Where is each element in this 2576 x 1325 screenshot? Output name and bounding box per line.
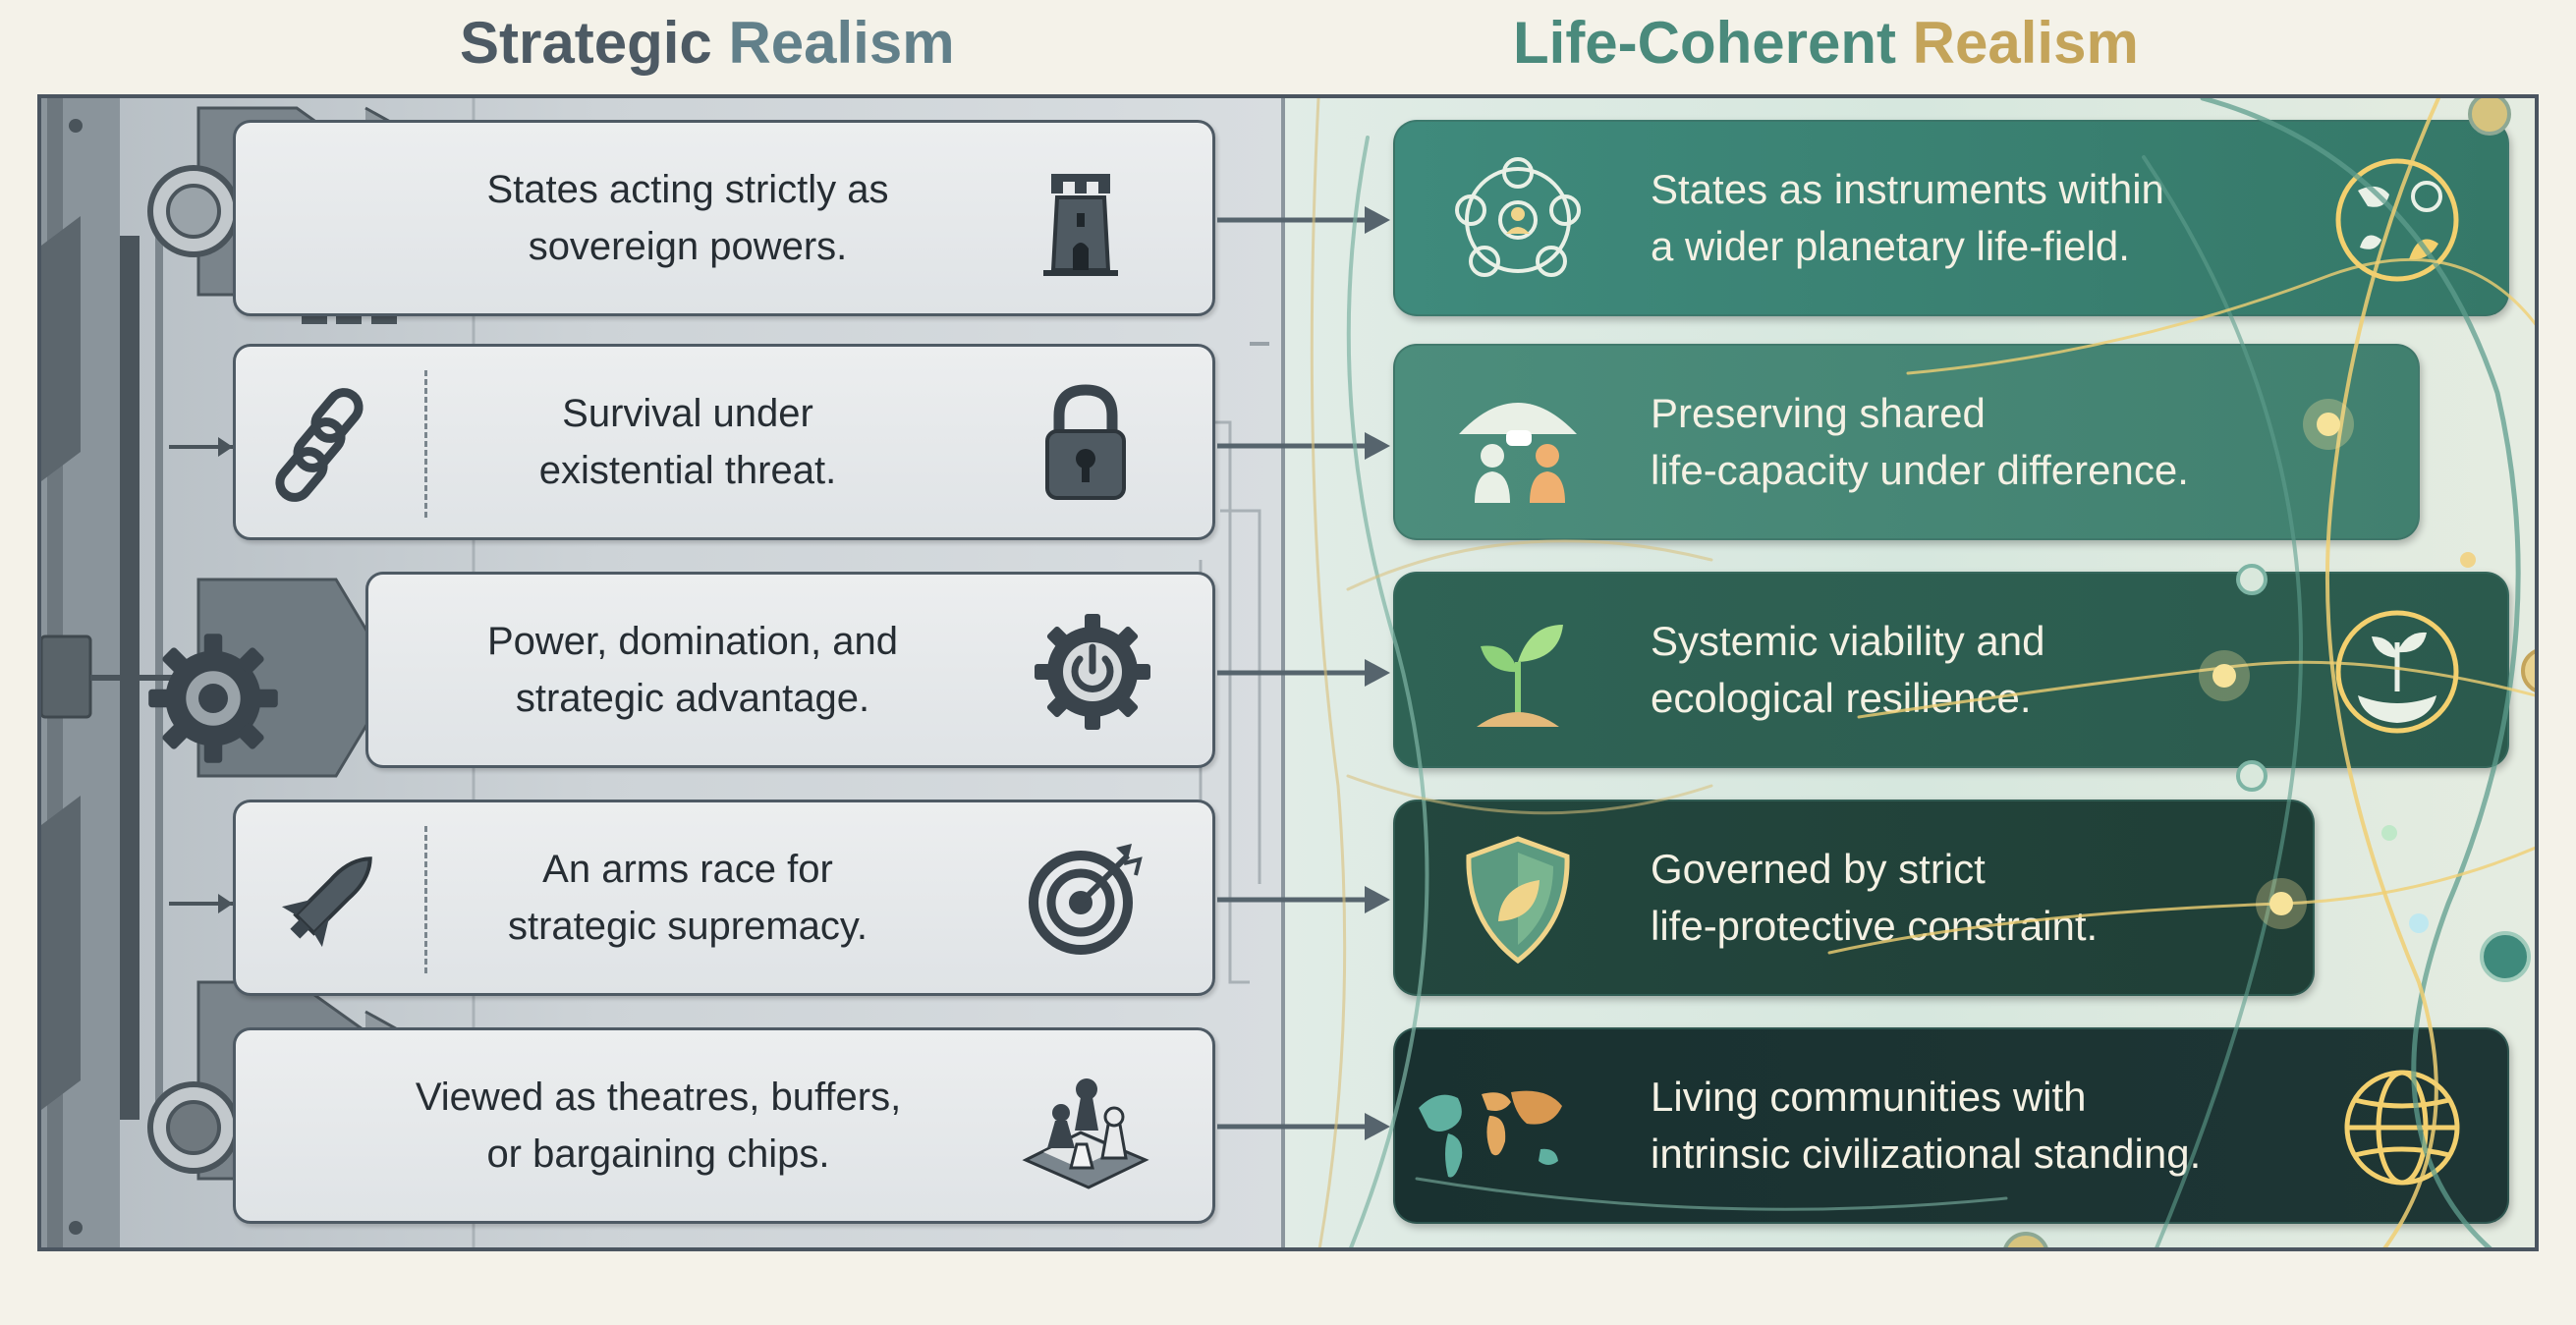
left-card-4: An arms race for strategic supremacy. <box>233 800 1215 996</box>
comparison-frame: States acting strictly as sovereign powe… <box>37 94 2539 1251</box>
chess-pieces-icon <box>1022 1078 1149 1189</box>
right-card-1: States as instruments within a wider pla… <box>1393 120 2509 316</box>
power-gear-icon <box>1035 614 1150 730</box>
planet-life-icon <box>2335 158 2459 282</box>
life-coherent-realism-title: Life-Coherent Realism <box>1513 4 2139 83</box>
chain-icon <box>275 388 364 502</box>
leaf-shield-icon <box>1466 836 1570 965</box>
right-card-2-text: Preserving shared life-capacity under di… <box>1651 390 2189 493</box>
missile-icon <box>281 856 372 948</box>
left-card-4-text: An arms race for strategic supremacy. <box>507 848 868 948</box>
left-card-3-text: Power, domination, and strategic advanta… <box>486 620 899 720</box>
gear-icon <box>148 634 278 763</box>
right-card-4: Governed by strict life-protective const… <box>1393 800 2315 996</box>
connector-arrows <box>1217 206 1390 1140</box>
left-card-2-dash <box>424 370 427 518</box>
right-card-3-text: Systemic viability and ecological resili… <box>1651 618 2045 721</box>
left-card-1-text: States acting strictly as sovereign powe… <box>486 168 889 268</box>
network-people-icon <box>1455 157 1581 277</box>
padlock-icon <box>1045 384 1126 500</box>
left-card-4-dash <box>424 826 427 973</box>
right-card-2: Preserving shared life-capacity under di… <box>1393 344 2420 540</box>
title-right-word-2: Realism <box>1912 10 2139 76</box>
castle-tower-icon <box>1043 174 1118 276</box>
right-card-4-text: Governed by strict life-protective const… <box>1651 846 2099 949</box>
title-left-word-1: Strategic <box>460 10 712 76</box>
growing-plant-icon <box>2335 610 2459 734</box>
left-card-5-text: Viewed as theatres, buffers, or bargaini… <box>415 1076 902 1176</box>
globe-icon <box>2344 1070 2460 1186</box>
strategic-realism-title: Strategic Realism <box>460 4 955 83</box>
left-card-2: Survival under existential threat. <box>233 344 1215 540</box>
right-card-5-text: Living communities with intrinsic civili… <box>1651 1074 2202 1177</box>
left-card-1: States acting strictly as sovereign powe… <box>233 120 1215 316</box>
umbrella-people-icon <box>1459 403 1577 503</box>
right-card-5: Living communities with intrinsic civili… <box>1393 1027 2509 1224</box>
title-right-word-1: Life-Coherent <box>1513 10 1896 76</box>
title-left-word-2: Realism <box>728 10 955 76</box>
left-card-3: Power, domination, and strategic advanta… <box>365 572 1215 768</box>
left-card-5: Viewed as theatres, buffers, or bargaini… <box>233 1027 1215 1224</box>
left-card-2-text: Survival under existential threat. <box>538 392 837 492</box>
right-card-3: Systemic viability and ecological resili… <box>1393 572 2509 768</box>
target-icon <box>1029 844 1143 955</box>
right-card-1-text: States as instruments within a wider pla… <box>1651 166 2164 269</box>
world-map-icon <box>1419 1090 1562 1178</box>
sprout-icon <box>1477 625 1563 727</box>
